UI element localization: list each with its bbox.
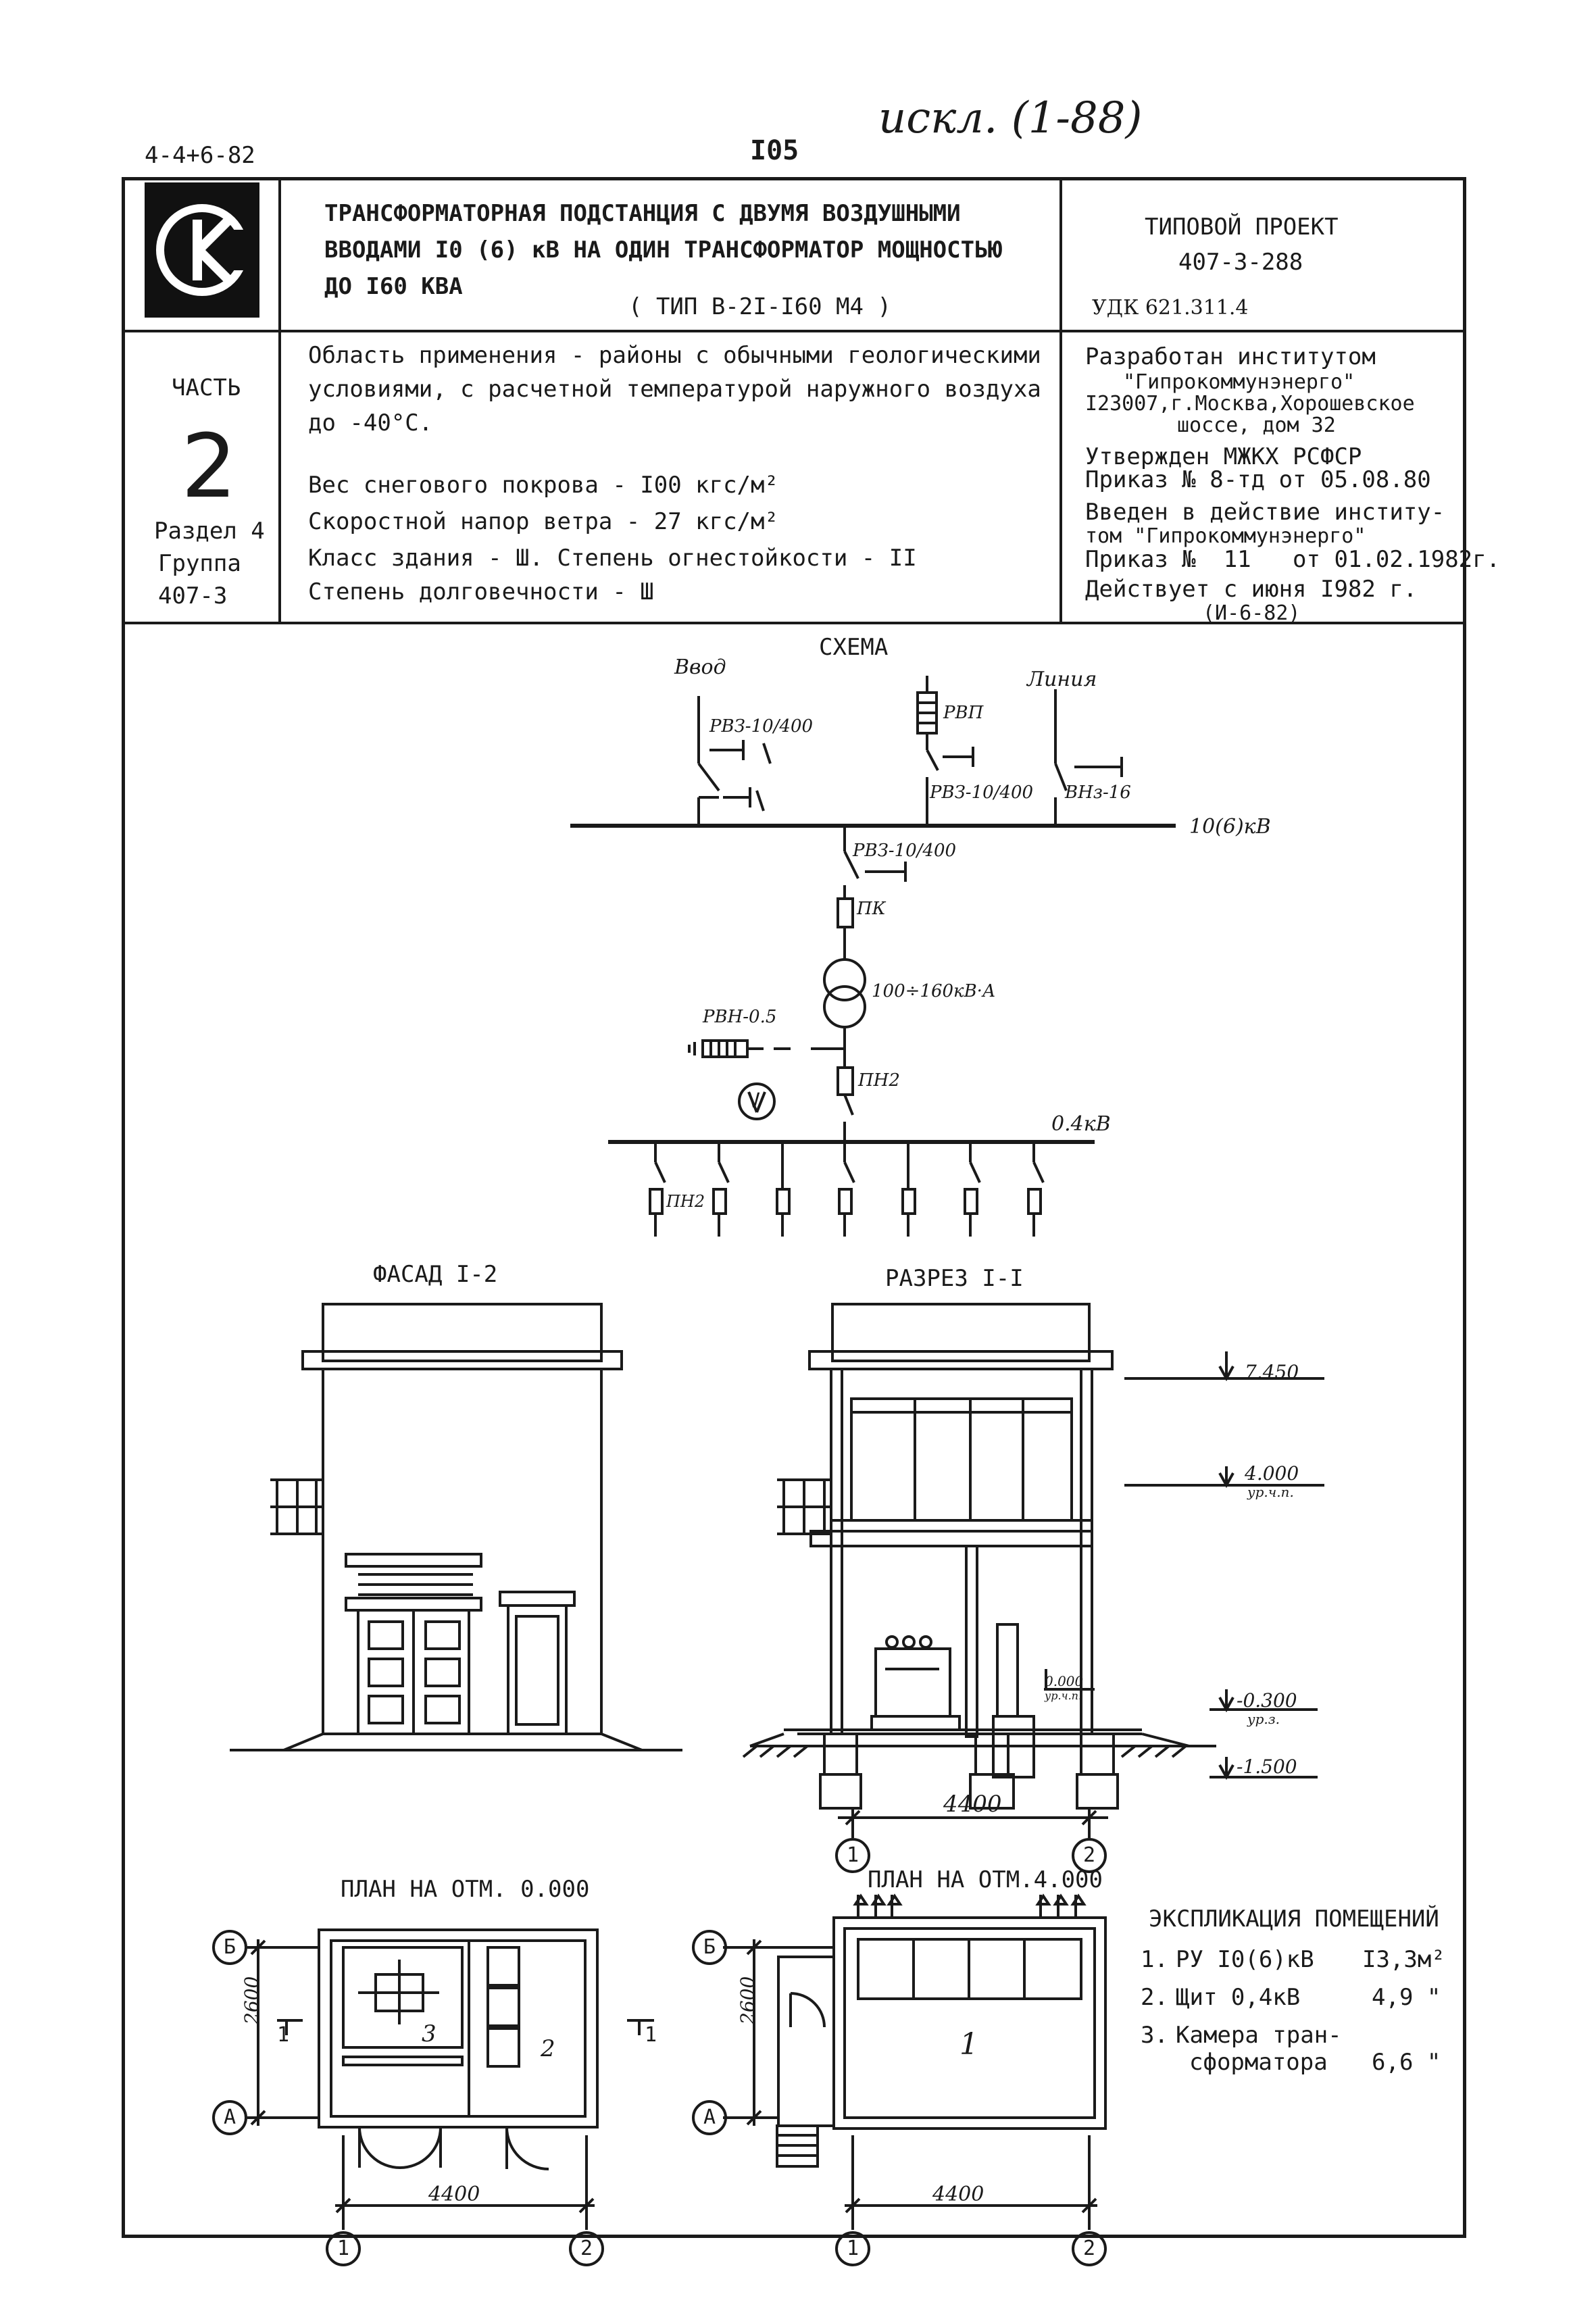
plan-ground-axis-2: 2 (580, 2237, 593, 2260)
explication-row-2-area: 4,9 " (1372, 1984, 1441, 2011)
scheme-label-input: Ввод (674, 655, 726, 679)
enacted-line-5: (И-6-82) (1203, 601, 1301, 625)
plan-upper-depth: 2600 (737, 1976, 759, 2024)
plan-ground-room-2: 2 (541, 2035, 555, 2062)
plan-upper-axis-a: А (703, 2106, 716, 2129)
developer-line-1: Разработан институтом (1085, 343, 1376, 370)
plan-ground-depth: 2600 (241, 1976, 263, 2024)
plan-upper-room-1: 1 (959, 2027, 978, 2062)
application-line-2: условиями, с расчетной температурой нару… (308, 376, 1041, 403)
section-axis-1: 1 (847, 1843, 859, 1867)
level-minus-0300-note: ур.з. (1247, 1711, 1280, 1727)
level-0000: 0.000 (1045, 1673, 1084, 1689)
project-number: 407-3-288 (1178, 249, 1303, 276)
section-title: РАЗРЕЗ I-I (885, 1265, 1024, 1292)
handwritten-note: искл. (1-88) (878, 93, 1143, 143)
plan-upper-title: ПЛАН НА ОТМ.4.000 (868, 1866, 1103, 1893)
cut-mark-left: 1 (277, 2023, 290, 2047)
plan-ground-width: 4400 (428, 2183, 480, 2206)
ck-logo-icon (156, 204, 253, 296)
section-label: Раздел 4 (154, 518, 265, 545)
scheme-label-rvn: РВН-0.5 (703, 1007, 777, 1027)
project-label: ТИПОВОЙ ПРОЕКТ (1145, 214, 1339, 241)
approval-line-2: Приказ № 8-тд от 05.08.80 (1085, 466, 1431, 493)
plan-upper-axis-b: Б (703, 1935, 716, 1959)
level-0000-note: ур.ч.п. (1045, 1689, 1082, 1702)
group-label: Группа (158, 550, 241, 577)
level-4000: 4.000 (1245, 1462, 1299, 1485)
enacted-line-1: Введен в действие институ- (1085, 499, 1445, 526)
drawing-sheet (122, 177, 1466, 2238)
scheme-label-line: Линия (1027, 668, 1097, 691)
explication-row-1-area: I3,3м² (1362, 1946, 1445, 1973)
level-minus-0300: -0.300 (1237, 1689, 1297, 1712)
plan-upper-axis-2: 2 (1083, 2237, 1096, 2260)
plan-upper-axis-1: 1 (847, 2237, 859, 2260)
scheme-label-pn2-out: ПН2 (666, 1192, 705, 1211)
plan-ground-title: ПЛАН НА ОТМ. 0.000 (341, 1876, 590, 1903)
explication-row-1-name: РУ I0(6)кВ (1176, 1946, 1314, 1973)
title-line-3: ДО I60 КВА (324, 273, 463, 300)
level-4000-note: ур.ч.п. (1247, 1484, 1294, 1500)
group-value: 407-3 (158, 582, 228, 609)
section-axis-2: 2 (1083, 1843, 1096, 1867)
application-line-3: до -40°С. (308, 409, 433, 437)
explication-row-2-num: 2. (1141, 1984, 1168, 2011)
scheme-title: СХЕМА (819, 634, 889, 661)
part-label: ЧАСТЬ (172, 374, 241, 401)
title-line-1: ТРАНСФОРМАТОРНАЯ ПОДСТАНЦИЯ С ДВУМЯ ВОЗД… (324, 200, 961, 227)
param-durability: Степень долговечности - Ш (308, 578, 654, 605)
explication-row-1-num: 1. (1141, 1946, 1168, 1973)
param-snow: Вес снегового покрова - I00 кгс/м² (308, 472, 778, 499)
scheme-label-transformer: 100÷160кВ·А (872, 981, 996, 1001)
enacted-line-3: Приказ № 11 от 01.02.1982г. (1085, 546, 1501, 573)
param-class: Класс здания - Ш. Степень огнестойкости … (308, 545, 917, 572)
explication-row-2-name: Щит 0,4кВ (1176, 1984, 1301, 2011)
scheme-label-pn2-main: ПН2 (858, 1070, 900, 1091)
scheme-label-bus-lv: 0.4кВ (1051, 1112, 1111, 1136)
explication-row-3-name-cont: сформатора (1189, 2049, 1328, 2076)
level-7450: 7.450 (1245, 1361, 1299, 1383)
page-number: I05 (750, 135, 799, 166)
scheme-label-pk: ПК (857, 899, 886, 919)
application-line-1: Область применения - районы с обычными г… (308, 342, 1041, 369)
scheme-label-rvz-low: РВЗ-10/400 (853, 841, 957, 861)
type-label: ( ТИП В-2I-I60 М4 ) (628, 293, 891, 320)
explication-row-3-name: Камера тран- (1176, 2022, 1342, 2049)
enacted-line-4: Действует с июня I982 г. (1085, 576, 1418, 603)
approval-line-1: Утвержден МЖКХ РСФСР (1085, 443, 1362, 470)
udk-code: УДК 621.311.4 (1092, 296, 1249, 320)
scheme-label-rvp: РВП (943, 703, 984, 723)
developer-line-3: I23007,г.Москва,Хорошевское (1085, 392, 1415, 416)
part-number: 2 (181, 415, 237, 518)
explication-row-3-num: 3. (1141, 2022, 1168, 2049)
cut-mark-right: 1 (645, 2023, 657, 2047)
explication-title: ЭКСПЛИКАЦИЯ ПОМЕЩЕНИЙ (1149, 1906, 1439, 1933)
developer-line-4: шоссе, дом 32 (1177, 414, 1336, 437)
scheme-label-bus-hv: 10(6)кВ (1189, 815, 1271, 839)
plan-ground-room-3: 3 (422, 2020, 437, 2047)
enacted-line-2: том "Гипрокоммунэнерго" (1085, 524, 1366, 548)
explication-row-3-area: 6,6 " (1372, 2049, 1441, 2076)
voltmeter-icon: V (748, 1089, 761, 1113)
logo (145, 182, 259, 318)
title-line-2: ВВОДАМИ I0 (6) кВ НА ОДИН ТРАНСФОРМАТОР … (324, 237, 1003, 264)
scheme-label-vnz: ВНз-16 (1065, 782, 1131, 803)
plan-ground-axis-1: 1 (337, 2237, 350, 2260)
plan-upper-width: 4400 (932, 2183, 984, 2206)
developer-line-2: "Гипрокоммунэнерго" (1123, 370, 1355, 394)
scheme-label-rvz-mid: РВЗ-10/400 (930, 782, 1034, 803)
scheme-label-rvz-top: РВЗ-10/400 (709, 716, 814, 737)
param-wind: Скоростной напор ветра - 27 кгс/м² (308, 508, 778, 535)
facade-title: ФАСАД I-2 (373, 1261, 498, 1288)
plan-ground-axis-a: А (224, 2106, 236, 2129)
section-dimension: 4400 (943, 1791, 1002, 1818)
plan-ground-axis-b: Б (224, 1935, 236, 1959)
level-minus-1500: -1.500 (1237, 1756, 1297, 1778)
document-code: 4-4+6-82 (145, 142, 255, 169)
